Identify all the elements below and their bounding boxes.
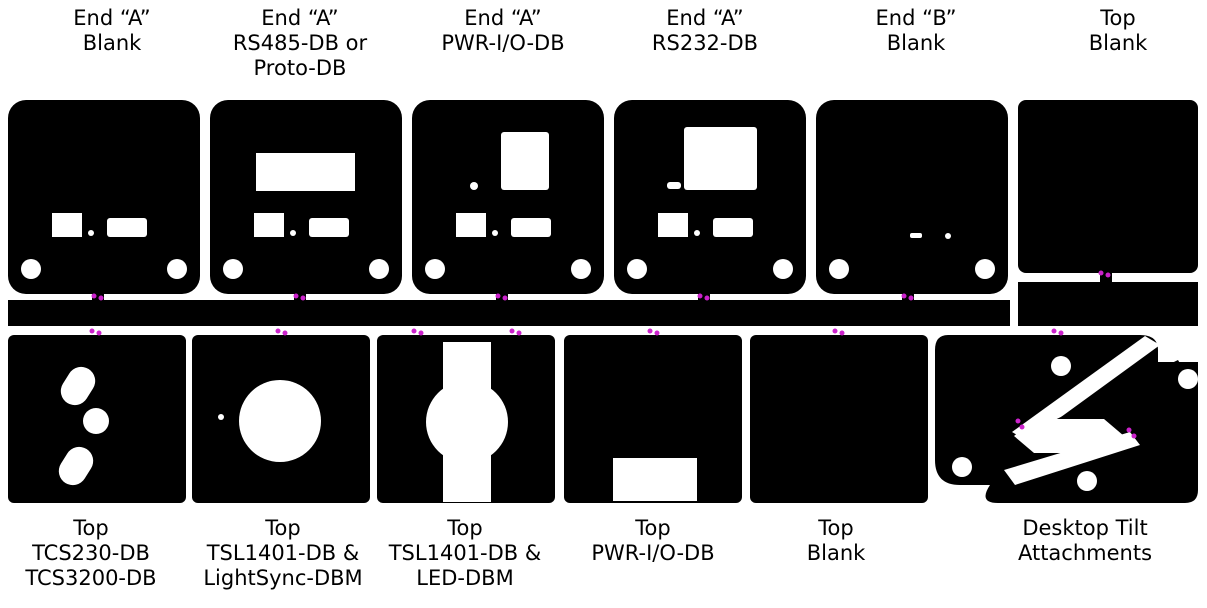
label-top-pwr-io: Top PWR-I/O-DB [591,516,715,565]
panel-top-tcs230 [8,335,186,503]
label-top-blank-lower: Top Blank [806,516,866,565]
panel-top-blank-lower [750,335,928,503]
panel-top-pwr-io [564,335,742,503]
label-end-a-rs485: End “A” RS485-DB or Proto-DB [232,6,368,80]
panel-end-a-rs232 [614,100,806,294]
label-desktop-tilt: Desktop Tilt Attachments [1017,516,1153,565]
panel-end-a-rs485 [210,100,402,294]
label-top-tsl1401-led: Top TSL1401-DB & LED-DBM [388,516,542,590]
panel-top-blank-upper [1018,100,1198,273]
label-top-tcs230: Top TCS230-DB TCS3200-DB [25,516,157,590]
panel-top-tsl1401-lightsync [192,335,370,503]
label-end-a-blank: End “A” Blank [73,6,151,55]
label-top-tsl1401-lightsync: Top TSL1401-DB & LightSync-DBM [203,516,363,590]
top-row-bridges [92,292,104,302]
label-end-b-blank: End “B” Blank [875,6,957,55]
panel-desktop-tilt-attachments [935,335,1198,503]
label-end-a-rs232: End “A” RS232-DB [651,6,759,55]
panel-end-a-pwr-io [412,100,604,294]
panel-end-b-blank [816,100,1008,294]
panel-top-tsl1401-led [377,335,555,503]
tab-markers [89,270,1137,439]
label-end-a-pwr: End “A” PWR-I/O-DB [441,6,565,55]
upper-strip [8,300,1010,326]
right-strip [1018,282,1198,326]
label-top-blank-upper: Top Blank [1088,6,1148,55]
panel-end-a-blank [8,100,200,294]
